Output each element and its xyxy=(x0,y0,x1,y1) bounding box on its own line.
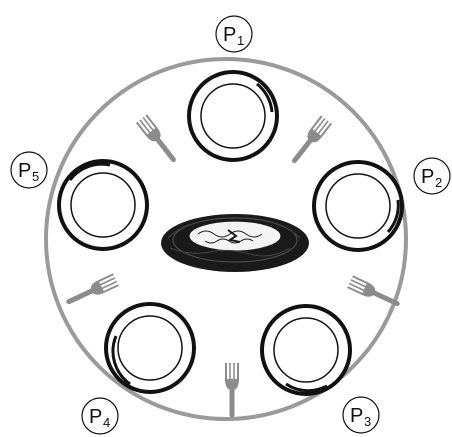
svg-text:5: 5 xyxy=(32,169,39,184)
fork-icon xyxy=(226,363,238,415)
label-p1: P 1 xyxy=(216,16,252,52)
svg-text:1: 1 xyxy=(237,33,244,48)
plate-p4 xyxy=(106,304,194,392)
plate-p5 xyxy=(59,161,147,249)
plate-p3 xyxy=(262,306,350,394)
label-p3: P 3 xyxy=(343,397,379,433)
fork-icon xyxy=(66,274,118,307)
svg-text:3: 3 xyxy=(364,414,371,429)
label-p5: P 5 xyxy=(11,152,47,188)
spaghetti-bowl-icon xyxy=(161,214,309,272)
svg-text:P: P xyxy=(421,166,434,188)
svg-text:4: 4 xyxy=(103,415,110,430)
svg-text:P: P xyxy=(223,24,236,46)
svg-text:2: 2 xyxy=(435,175,442,190)
plate-p1 xyxy=(189,72,277,160)
label-p2: P 2 xyxy=(414,158,450,194)
svg-text:P: P xyxy=(350,405,363,427)
fork-icon xyxy=(137,115,178,163)
fork-icon xyxy=(290,116,331,164)
label-p4: P 4 xyxy=(82,398,118,434)
svg-text:P: P xyxy=(89,406,102,428)
plate-p2 xyxy=(314,162,402,250)
svg-text:P: P xyxy=(18,160,31,182)
